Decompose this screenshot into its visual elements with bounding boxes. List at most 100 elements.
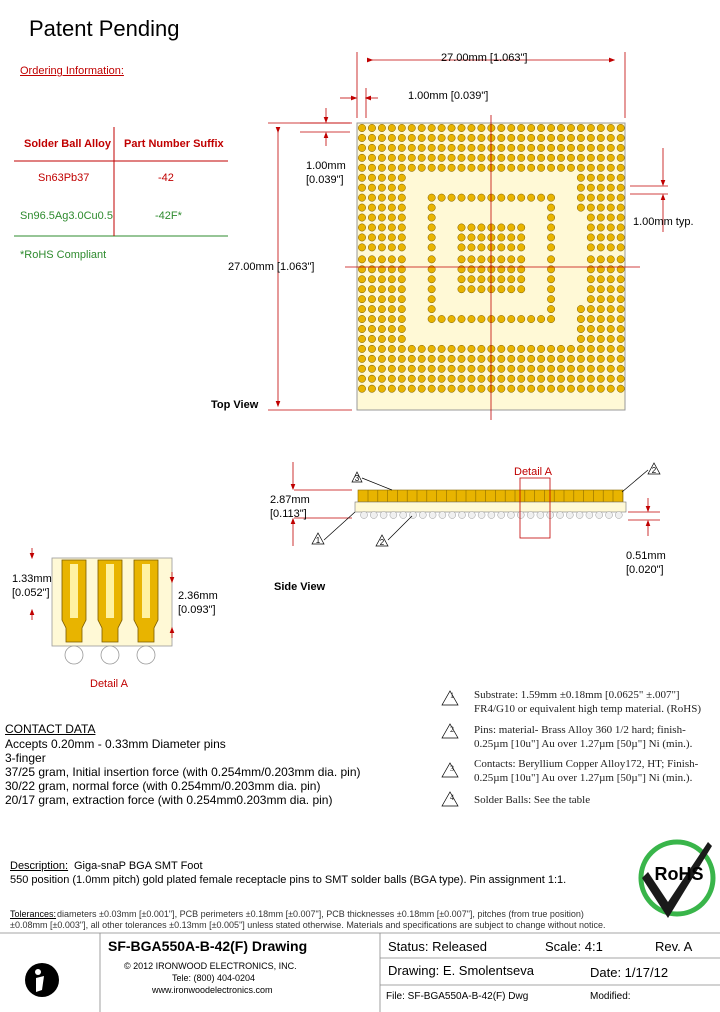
detail-a-label: Detail A: [90, 678, 128, 690]
solder-ball: [417, 124, 426, 132]
solder-ball: [397, 325, 406, 333]
solder-ball: [457, 163, 466, 172]
detail-dim-left-2: [0.052"]: [12, 587, 50, 599]
solder-ball: [397, 193, 406, 202]
solder-ball: [586, 335, 595, 343]
solder-ball: [377, 344, 386, 353]
solder-ball: [358, 203, 366, 212]
solder-ball: [497, 134, 506, 142]
side-view-label: Side View: [274, 581, 326, 593]
solder-ball: [387, 223, 396, 232]
ordering-table-lines: [14, 127, 228, 237]
solder-ball: [397, 305, 406, 314]
solder-ball: [358, 325, 366, 333]
solder-ball: [586, 344, 595, 353]
solder-ball: [537, 143, 546, 152]
solder-ball: [407, 163, 416, 172]
dim-typ: 1.00mm typ.: [633, 216, 694, 228]
alloy-row-2: Sn96.5Ag3.0Cu0.5: [20, 210, 113, 222]
solder-ball: [387, 285, 396, 294]
solder-ball: [358, 134, 366, 142]
side-solder-ball: [536, 511, 545, 519]
solder-ball: [457, 233, 466, 242]
solder-ball: [547, 193, 555, 202]
solder-ball: [377, 305, 386, 314]
solder-ball: [606, 275, 615, 284]
solder-ball: [377, 223, 386, 232]
solder-ball: [507, 163, 516, 172]
note-3-num: 3: [450, 764, 454, 773]
solder-ball: [467, 143, 476, 152]
solder-ball: [576, 384, 585, 393]
side-dim-ball-2: [0.020"]: [626, 564, 664, 576]
solder-ball: [497, 243, 506, 252]
solder-ball: [427, 243, 436, 252]
solder-ball: [567, 143, 575, 152]
solder-ball: [586, 223, 595, 232]
solder-ball: [547, 124, 555, 132]
side-dim-h-2: [0.113"]: [270, 508, 307, 520]
solder-ball: [377, 384, 386, 393]
solder-ball: [387, 124, 396, 132]
solder-ball: [596, 243, 605, 252]
solder-ball: [358, 124, 366, 132]
solder-ball: [616, 285, 625, 294]
solder-ball: [557, 163, 565, 172]
solder-ball: [427, 153, 436, 162]
side-pin-row: [357, 489, 624, 503]
solder-ball: [596, 143, 605, 152]
side-substrate: [354, 501, 627, 513]
solder-ball: [517, 315, 526, 323]
solder-ball: [368, 295, 376, 304]
solder-ball: [368, 134, 376, 142]
solder-ball: [576, 344, 585, 353]
solder-ball: [397, 213, 406, 222]
solder-ball: [537, 134, 546, 142]
website-link[interactable]: www.ironwoodelectronics.com: [152, 985, 273, 995]
solder-ball: [427, 295, 436, 304]
col-alloy: Solder Ball Alloy: [24, 138, 112, 150]
solder-ball: [477, 374, 486, 383]
solder-ball: [596, 384, 605, 393]
solder-ball: [427, 364, 436, 373]
detail-dim-right-1: 2.36mm: [178, 590, 218, 602]
solder-ball: [616, 153, 625, 162]
solder-ball: [427, 213, 436, 222]
tolerances-line1: diameters ±0.03mm [±0.001"], PCB perimet…: [57, 909, 584, 919]
solder-ball: [596, 315, 605, 323]
solder-ball: [557, 153, 565, 162]
solder-ball: [616, 305, 625, 314]
solder-ball: [467, 134, 476, 142]
solder-ball: [397, 183, 406, 192]
solder-ball: [606, 344, 615, 353]
solder-ball: [517, 364, 526, 373]
solder-ball: [407, 143, 416, 152]
solder-ball: [586, 384, 595, 393]
solder-ball: [517, 384, 526, 393]
solder-ball: [358, 354, 366, 363]
modified: Modified:: [590, 991, 631, 1002]
solder-ball: [477, 384, 486, 393]
solder-ball: [377, 315, 386, 323]
solder-ball: [358, 173, 366, 182]
contact-line-3: 37/25 gram, Initial insertion force (wit…: [5, 765, 361, 779]
solder-ball: [567, 344, 575, 353]
solder-ball: [576, 335, 585, 343]
solder-ball: [517, 374, 526, 383]
solder-ball: [507, 124, 516, 132]
solder-ball: [467, 315, 476, 323]
solder-ball: [477, 233, 486, 242]
solder-ball: [368, 143, 376, 152]
solder-ball: [427, 143, 436, 152]
ordering-heading: Ordering Information:: [20, 65, 124, 77]
solder-ball: [507, 344, 516, 353]
solder-ball: [377, 354, 386, 363]
solder-ball: [547, 163, 555, 172]
solder-ball: [447, 384, 456, 393]
side-solder-ball: [585, 511, 594, 519]
solder-ball: [358, 295, 366, 304]
solder-ball: [387, 275, 396, 284]
solder-ball: [576, 143, 585, 152]
side-solder-ball: [370, 511, 378, 519]
solder-ball: [497, 233, 506, 242]
